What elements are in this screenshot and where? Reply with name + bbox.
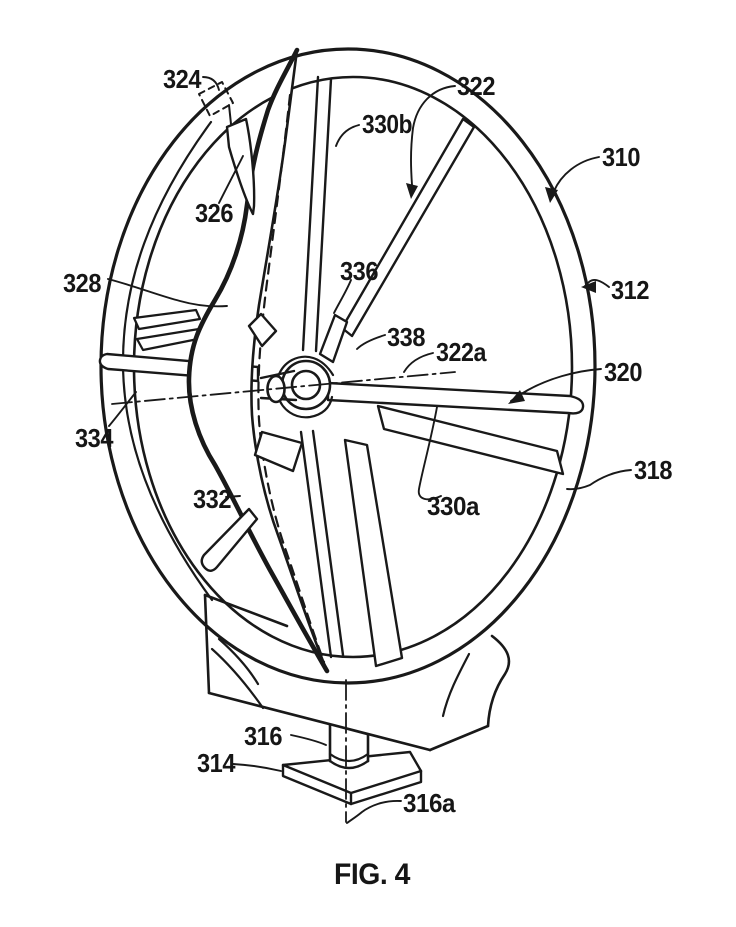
ref-label-322a: 322a [436,337,487,367]
leader-316 [290,734,327,746]
ref-label-334: 334 [75,423,114,453]
spoke-320 [326,381,585,415]
stand-bottom-edge [207,691,432,752]
axle-cone-top-line [259,369,296,380]
stand-right-outline [486,634,511,728]
arrow-320 [508,390,525,404]
leader-322 [410,85,456,186]
blade-328-leading-edge [186,47,330,674]
hub-bracket-338 [318,313,349,364]
spoke-330b-left-line [301,75,320,352]
leader-326 [218,155,244,204]
pedestal-stand [203,593,511,752]
leader-330a [417,406,442,501]
spoke-down-left-line [299,430,333,659]
stand-bottom-right-edge [428,724,490,752]
leader-338 [356,334,386,350]
stand-left-fillet-inner [217,637,260,686]
ref-label-326: 326 [195,198,233,228]
hub-bracket-upper-left [247,312,278,348]
figure-caption: FIG. 4 [334,858,411,891]
stand-left-fillet-outer [210,647,265,710]
horizontal-centerline-322a [111,371,456,405]
leader-330b [335,124,360,147]
ref-label-314: 314 [197,748,236,778]
blade-down-right [343,438,404,668]
blade-326-tip-line [228,104,232,125]
main-blade-328 [186,47,330,674]
ref-label-324: 324 [163,64,202,94]
post-cap-upper-arc [328,752,370,763]
leader-324 [202,76,220,91]
ref-label-316a: 316a [403,788,456,818]
leader-322a [403,352,434,373]
leader-310 [553,156,600,192]
post-cap-lower-arc [328,759,370,770]
ref-label-336: 336 [340,256,378,286]
ref-label-320: 320 [604,357,642,387]
leader-316a [346,799,402,824]
spoke-down-right-line [311,429,345,657]
ref-label-316: 316 [244,721,282,751]
hub-bracket-lower-left [253,430,304,473]
ref-label-332: 332 [193,484,231,514]
ref-label-322: 322 [457,71,495,101]
blade-328-hidden-edge-dashed [257,93,326,664]
spokes [299,75,585,668]
leader-328 [107,278,228,308]
hub-assembly [247,312,349,473]
blade-332-stick [200,507,259,572]
leader-336 [333,279,352,314]
ref-label-338: 338 [387,322,425,352]
ref-label-312: 312 [611,275,649,305]
ref-label-318: 318 [634,455,672,485]
stand-top-left-edge [203,593,289,628]
left-bar-upper [132,308,202,331]
leader-332 [225,495,241,498]
base-plate-right-thickness [349,769,423,806]
blade-330a [376,404,565,476]
leader-318 [566,469,632,491]
support-post [328,723,370,770]
ref-label-310: 310 [602,142,640,172]
dashed-detail-box-324 [198,81,234,117]
reference-numerals: 324 322 330b 310 326 312 328 336 338 322… [63,64,673,818]
arrow-heads [406,183,596,404]
ref-label-330a: 330a [427,491,480,521]
leader-334 [108,391,137,427]
spoke-322 [340,117,476,338]
stand-right-fillet [441,652,471,718]
arrow-322 [406,183,418,199]
spoke-330b-right-line [314,77,333,353]
arrow-310 [545,187,558,203]
leader-lines [107,76,632,824]
ref-label-330b: 330b [362,109,412,139]
blade-326 [225,117,256,216]
base-plate-left-thickness [281,763,353,806]
arrow-312 [581,281,596,293]
stand-left-edge [203,593,211,695]
ref-label-328: 328 [63,268,101,298]
leader-314 [232,763,282,772]
